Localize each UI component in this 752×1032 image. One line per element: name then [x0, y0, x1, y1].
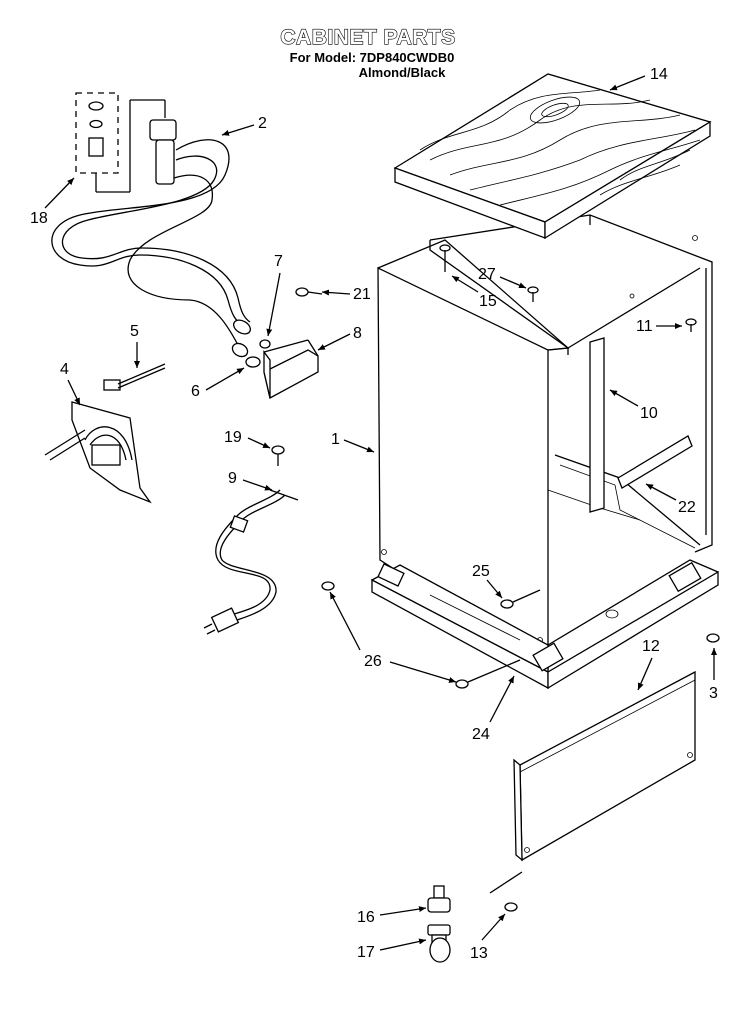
vertical-channel: [589, 337, 605, 513]
screw-26b: [455, 659, 521, 689]
diagram-title: CABINET PARTS: [280, 26, 455, 49]
callout-25: 25: [472, 563, 503, 599]
svg-text:18: 18: [30, 210, 48, 227]
callout-16: 16: [357, 906, 427, 926]
front-panel: [513, 670, 696, 862]
svg-text:26: 26: [364, 653, 382, 670]
svg-text:9: 9: [228, 470, 237, 487]
callout-2: 2: [221, 115, 267, 136]
svg-text:13: 13: [470, 945, 488, 962]
power-cord: [203, 489, 299, 635]
svg-text:27: 27: [478, 266, 496, 283]
svg-text:4: 4: [60, 361, 69, 378]
callout-3: 3: [709, 648, 718, 702]
callout-18: 18: [30, 177, 75, 227]
color-variant: Almond/Black: [359, 65, 446, 80]
callout-13: 13: [470, 913, 506, 962]
hose-nut: [245, 356, 261, 368]
screw-11: [685, 318, 697, 332]
inlet-parts-group: [75, 92, 166, 193]
callout-21: 21: [321, 286, 371, 303]
callout-14: 14: [609, 66, 668, 91]
screw-21: [295, 287, 323, 297]
screw-15: [439, 244, 451, 272]
callout-27: 27: [478, 266, 527, 289]
callout-5: 5: [130, 323, 140, 368]
svg-text:22: 22: [678, 499, 696, 516]
cabinet-top: [393, 73, 712, 240]
hose-bracket: [263, 339, 319, 399]
callout-10: 10: [609, 389, 658, 422]
callout-6: 6: [191, 367, 245, 400]
callout-9: 9: [228, 470, 273, 491]
screw-13: [489, 871, 523, 912]
screw-27: [527, 286, 539, 302]
svg-text:11: 11: [636, 318, 653, 335]
callout-22: 22: [645, 483, 696, 516]
callout-11: 11: [636, 318, 682, 335]
screw-26a: [321, 581, 335, 591]
callout-26: 26: [329, 591, 457, 683]
callout-17: 17: [357, 938, 427, 961]
cabinet-base: [370, 559, 719, 690]
callout-7: 7: [266, 253, 283, 337]
svg-text:3: 3: [709, 685, 718, 702]
svg-text:21: 21: [353, 286, 371, 303]
svg-text:5: 5: [130, 323, 139, 340]
svg-text:6: 6: [191, 383, 200, 400]
svg-text:12: 12: [642, 638, 660, 655]
rear-rail: [617, 435, 693, 489]
screw-25: [500, 589, 541, 609]
access-cover: [44, 401, 152, 504]
hose-assembly: [51, 119, 252, 358]
svg-text:1: 1: [331, 431, 340, 448]
svg-text:15: 15: [479, 293, 497, 310]
callout-1: 1: [331, 431, 375, 453]
svg-text:19: 19: [224, 429, 242, 446]
callout-24: 24: [472, 675, 515, 743]
leveling-leg: [427, 885, 451, 913]
svg-text:16: 16: [357, 909, 375, 926]
svg-text:10: 10: [640, 405, 658, 422]
svg-text:24: 24: [472, 726, 490, 743]
caster: [427, 924, 451, 963]
cable-tie: [103, 363, 166, 391]
screw-3: [706, 633, 720, 643]
callout-19: 19: [224, 429, 271, 449]
svg-text:2: 2: [258, 115, 267, 132]
callout-15: 15: [451, 275, 497, 310]
ground-screw: [271, 445, 285, 466]
svg-text:8: 8: [353, 325, 362, 342]
model-number: For Model: 7DP840CWDB0: [290, 50, 455, 65]
callout-8: 8: [317, 325, 362, 351]
svg-text:17: 17: [357, 944, 375, 961]
callout-12: 12: [637, 638, 660, 691]
svg-text:14: 14: [650, 66, 668, 83]
svg-text:7: 7: [274, 253, 283, 270]
washer: [259, 339, 271, 349]
callout-4: 4: [60, 361, 81, 406]
svg-text:25: 25: [472, 563, 490, 580]
